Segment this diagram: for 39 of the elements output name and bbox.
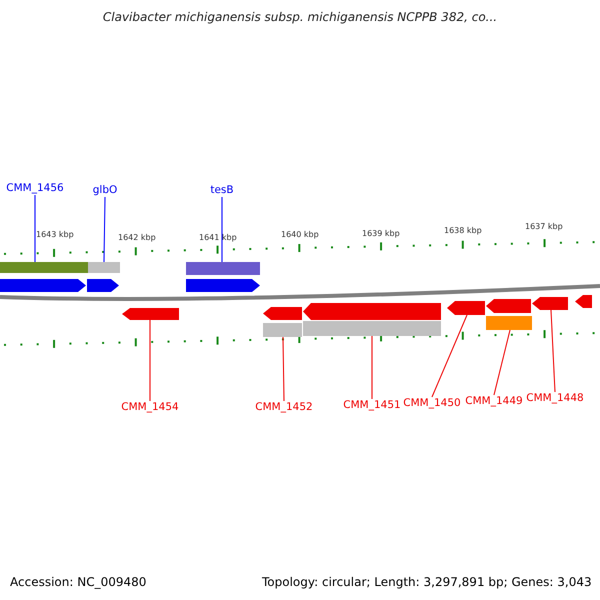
scale-label: 1642 kbp (118, 232, 156, 244)
gene-label: CMM_1449 (465, 395, 523, 408)
scale-label: 1643 kbp (36, 229, 74, 241)
title: Clavibacter michiganensis subsp. michiganensis NCPPB 382, co... (102, 11, 498, 24)
gene-label: CMM_1448 (526, 392, 584, 405)
feature-bar (0, 262, 88, 273)
gene-feature (532, 297, 568, 310)
leader-line (494, 330, 510, 396)
gene-label: CMM_1451 (343, 399, 401, 412)
scale-label: 1638 kbp (444, 225, 482, 237)
info-text: Topology: circular; Length: 3,297,891 bp; Genes: 3,043 (262, 576, 592, 589)
gene-label: CMM_1450 (403, 397, 461, 410)
gene-feature (122, 308, 179, 320)
leader-line (432, 314, 468, 398)
gene-label: CMM_1456 (6, 182, 64, 195)
feature-bar (486, 316, 532, 330)
feature-bar (303, 321, 441, 336)
gene-label: glbO (92, 184, 118, 197)
feature-bar (88, 262, 120, 273)
info-text: Accession: NC_009480 (10, 576, 146, 589)
gene-feature (486, 299, 531, 313)
feature-bar (263, 323, 302, 337)
scale-label: 1637 kbp (525, 221, 563, 233)
leader-line (282, 336, 284, 402)
leader-line (34, 194, 36, 262)
gene-label: CMM_1452 (255, 401, 313, 414)
gene-feature (87, 279, 119, 292)
gene-label: tesB (210, 184, 234, 197)
scale-label: 1641 kbp (199, 232, 237, 244)
scale-label: 1640 kbp (281, 229, 319, 241)
gene-feature (186, 279, 260, 292)
feature-bar (186, 262, 260, 275)
leader-line (550, 310, 556, 392)
leader-line (104, 196, 106, 262)
gene-feature (447, 301, 485, 315)
gene-label: CMM_1454 (121, 401, 179, 414)
scale-label: 1639 kbp (362, 228, 400, 240)
gene-feature (263, 307, 302, 320)
gene-feature (575, 295, 592, 308)
